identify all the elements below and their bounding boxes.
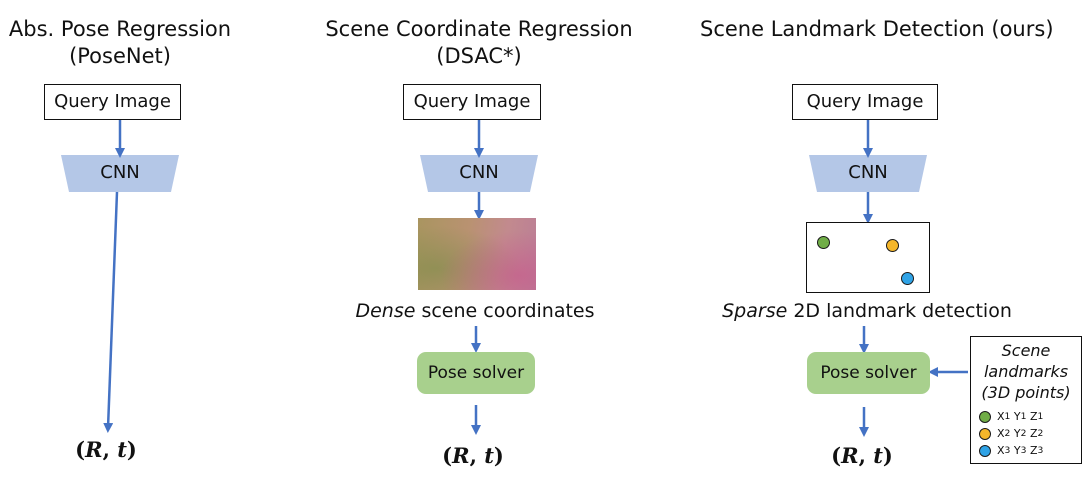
dsac-output: (R, t) — [442, 443, 504, 468]
dsac-pose-solver: Pose solver — [417, 352, 535, 394]
dsac-title: Scene Coordinate Regression (DSAC*) — [309, 16, 649, 70]
posenet-title-line1: Abs. Pose Regression — [8, 17, 232, 41]
posenet-title: Abs. Pose Regression (PoseNet) — [0, 16, 240, 70]
dsac-cnn-block — [420, 155, 538, 192]
ours-title-line1: Scene Landmark Detection (ours) — [700, 17, 1054, 41]
posenet-query-image-box: Query Image — [44, 84, 181, 120]
ours-cnn-label: CNN — [848, 162, 888, 183]
landmarks-title-line2: landmarks — [983, 362, 1069, 381]
dsac-caption: Dense scene coordinates — [355, 300, 595, 322]
ours-cnn-block — [809, 155, 927, 192]
sparse-detection-map — [806, 222, 930, 293]
posenet-output: (R, t) — [75, 437, 137, 462]
detection-point-1 — [817, 236, 830, 249]
posenet-title-line2: (PoseNet) — [69, 44, 171, 68]
dsac-cnn-label: CNN — [459, 162, 499, 183]
posenet-arrow-cnn-output — [103, 191, 119, 433]
dsac-title-line1: Scene Coordinate Regression — [325, 17, 633, 41]
ours-output: (R, t) — [831, 443, 893, 468]
landmark-dot-3 — [979, 444, 991, 457]
landmark-dot-1 — [979, 410, 991, 423]
posenet-cnn-label: CNN — [100, 162, 140, 183]
ours-title: Scene Landmark Detection (ours) — [700, 16, 1054, 43]
dsac-title-line2: (DSAC*) — [436, 44, 522, 68]
landmarks-title-line3: (3D points) — [981, 383, 1071, 402]
detection-point-2 — [886, 239, 899, 252]
ours-query-image-box: Query Image — [792, 84, 938, 120]
landmarks-title-line1: Scene — [1001, 341, 1051, 360]
ours-pose-solver: Pose solver — [807, 352, 930, 394]
posenet-cnn-block — [61, 155, 179, 192]
dsac-query-image-box: Query Image — [403, 84, 541, 120]
dense-coordinates-image — [418, 218, 536, 290]
ours-caption: Sparse 2D landmark detection — [722, 300, 1012, 322]
landmark-dot-2 — [979, 427, 991, 440]
detection-point-3 — [901, 272, 914, 285]
